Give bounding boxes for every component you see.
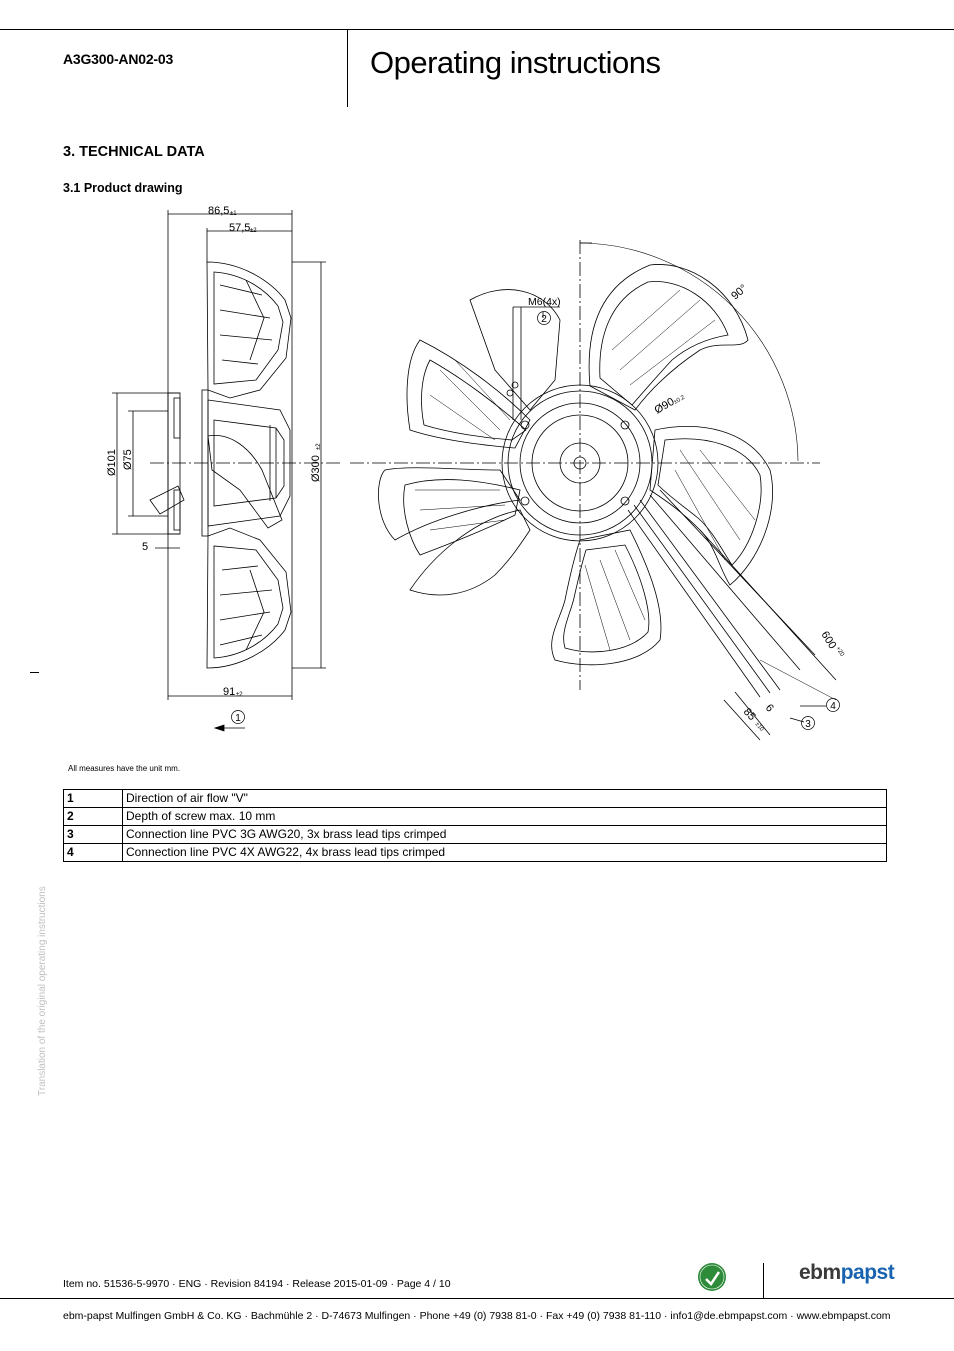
legend-num: 3 xyxy=(63,825,123,844)
callout-1 xyxy=(231,710,245,724)
front-view xyxy=(350,240,837,741)
legend-text: Connection line PVC 3G AWG20, 3x brass l… xyxy=(122,825,887,844)
dim-depth-blade: 57,5 xyxy=(229,222,250,234)
dim-outer-diameter-tol: ±2 xyxy=(316,443,322,450)
callout-3 xyxy=(801,716,815,730)
tip-length-label: 6 xyxy=(763,702,776,715)
side-note: Translation of the original operating in… xyxy=(37,886,48,1096)
header-top-rule xyxy=(0,29,954,30)
section-title: 3. TECHNICAL DATA xyxy=(63,144,205,160)
legend-text: Depth of screw max. 10 mm xyxy=(122,807,887,826)
side-view xyxy=(112,210,340,732)
footer-rule xyxy=(0,1298,954,1299)
dim-depth-total-tol: ±1 xyxy=(230,211,237,217)
table-row: 1 Direction of air flow "V" xyxy=(63,789,887,808)
dim-bottom-length: 91 xyxy=(223,686,235,698)
product-code: A3G300-AN02-03 xyxy=(63,51,174,67)
green-tech-badge xyxy=(698,1263,726,1291)
cable-length-tol: +20 xyxy=(834,646,845,658)
table-row: 2 Depth of screw max. 10 mm xyxy=(63,807,887,826)
angle-label: 90° xyxy=(729,282,749,302)
callout-4 xyxy=(826,698,840,712)
ebmpapst-logo: ebmpapst xyxy=(799,1261,895,1285)
legend-num: 2 xyxy=(63,807,123,826)
dim-flange-diameter: Ø101 xyxy=(106,449,118,476)
dim-offset: 5 xyxy=(142,541,148,553)
table-row: 3 Connection line PVC 3G AWG20, 3x brass… xyxy=(63,825,887,844)
item-line: Item no. 51536-5-9970 · ENG · Revision 8… xyxy=(63,1278,451,1290)
strip-length-label: 85 xyxy=(741,706,758,723)
callout-2-label: 2 xyxy=(541,314,547,325)
company-line: ebm-papst Mulfingen GmbH & Co. KG · Bach… xyxy=(63,1310,891,1322)
legend-table: 1 Direction of air flow "V" 2 Depth of s… xyxy=(63,789,887,862)
product-drawing: 86,5 ±1 57,5 ±2 Ø300 ±2 Ø101 Ø75 5 91 ±2… xyxy=(106,205,845,741)
legend-text: Connection line PVC 4X AWG22, 4x brass l… xyxy=(122,843,887,862)
table-row: 4 Connection line PVC 4X AWG22, 4x brass… xyxy=(63,843,887,862)
strip-length-tol: ±10 xyxy=(754,721,766,733)
margin-tick xyxy=(30,672,39,673)
header-divider xyxy=(347,29,348,107)
logo-part-papst: papst xyxy=(840,1261,895,1284)
dim-depth-total: 86,5 xyxy=(208,205,229,217)
callout-1-label: 1 xyxy=(235,713,241,724)
callout-2 xyxy=(537,311,551,325)
legend-num: 4 xyxy=(63,843,123,862)
dim-hub-diameter: Ø75 xyxy=(122,449,134,470)
bolt-circle-tol: ±0.2 xyxy=(673,394,687,405)
dim-bottom-length-tol: ±2 xyxy=(236,692,243,698)
logo-part-ebm: ebm xyxy=(799,1261,841,1284)
document-title: Operating instructions xyxy=(370,45,661,80)
callout-4-label: 4 xyxy=(830,701,836,712)
callout-3-label: 3 xyxy=(805,719,811,730)
screw-label: M6(4x) xyxy=(528,296,561,308)
legend-num: 1 xyxy=(63,789,123,808)
legend-text: Direction of air flow "V" xyxy=(122,789,887,808)
units-note: All measures have the unit mm. xyxy=(68,764,181,773)
bolt-circle-label: Ø90 xyxy=(653,396,677,417)
dim-depth-blade-tol: ±2 xyxy=(250,228,257,234)
dim-outer-diameter: Ø300 xyxy=(310,455,322,482)
logo-divider xyxy=(763,1263,764,1299)
subsection-title: 3.1 Product drawing xyxy=(63,181,183,195)
